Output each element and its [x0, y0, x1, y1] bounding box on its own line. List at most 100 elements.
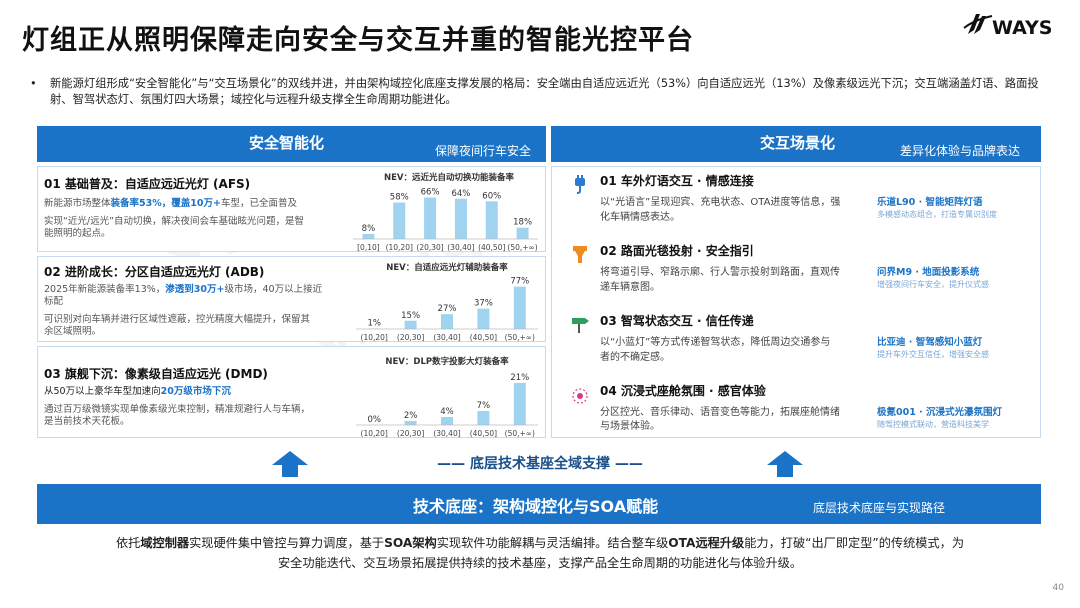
left-panel-title: 安全智能化	[249, 134, 325, 152]
right-panel-header: 交互场景化 差异化体验与品牌表达	[551, 126, 1041, 162]
road-projection-case-sub: 增强夜间行车安全，提升仪式感	[877, 280, 989, 289]
light-language-case: 乐道L90 · 智能矩阵灯语	[877, 197, 983, 208]
plug-icon	[575, 175, 585, 194]
up-arrow-icon	[272, 451, 308, 477]
chart-value-label: 37%	[474, 299, 493, 309]
chart-value-label: 77%	[510, 277, 529, 287]
chart-tick-label: (40,50]	[470, 429, 497, 438]
road-projection-title: 02 路面光毯投射 · 安全指引	[600, 244, 754, 258]
chart-bar	[424, 197, 437, 239]
signpost-icon	[572, 318, 589, 333]
ambient-light-icon	[572, 388, 588, 404]
chart-tick-label: (30,40]	[447, 243, 474, 252]
road-projection-text-2: 递车辆意图。	[600, 282, 660, 293]
up-arrow-icon	[767, 451, 803, 477]
chart-bar	[477, 308, 490, 329]
dmd-card-title: 03 旗舰下沉：像素级自适应远光 (DMD)	[44, 367, 268, 381]
dmd-card-text-1: 从50万以上豪华车型加速向20万级市场下沉	[44, 386, 231, 397]
adb-card-text-1: 2025年新能源装备率13%，渗透到30万+级市场，40万以上接近	[44, 284, 323, 295]
chart-value-label: 66%	[421, 188, 440, 198]
footer-paragraph: 依托域控制器实现硬件集中管控与算力调度，基于SOA架构实现软件功能解耦与灵活编排…	[115, 536, 965, 570]
afs-card-text-2: 实现“近光/远光”自动切换，解决夜间会车基础眩光问题，是智	[44, 216, 305, 227]
chart-bar	[404, 320, 417, 329]
left-panel-header: 安全智能化 保障夜间行车安全	[37, 126, 546, 162]
dmd-chart-title: NEV：DLP数字投影大灯装备率	[385, 357, 509, 367]
right-panel-title: 交互场景化	[760, 134, 836, 152]
flashlight-icon	[573, 246, 587, 263]
dmd-card-text-3: 是当前技术天花板。	[44, 416, 130, 427]
dmd-chart: 0%(10,20]2%(20,30]4%(30,40]7%(40,50]21%(…	[356, 373, 538, 438]
chart-bar	[362, 233, 375, 239]
cabin-ambient-case-sub: 随驾控模式联动，营造科技美学	[877, 420, 989, 429]
summary-text: 新能源灯组形成“安全智能化”与“交互场景化”的双线并进，并由架构域控化底座支撑发…	[50, 77, 1039, 106]
chart-tick-label: (40,50]	[470, 333, 497, 342]
chart-bar	[404, 421, 417, 425]
tech-base-title: 技术底座：架构域控化与SOA赋能	[413, 497, 659, 516]
dmd-card-text-2: 通过百万级微镜实现单像素级光束控制，精准规避行人与车辆，	[44, 404, 311, 415]
chart-value-label: 60%	[482, 191, 501, 201]
autopilot-status-case: 比亚迪 · 智驾感知小蓝灯	[877, 337, 983, 348]
road-projection-text-1: 将弯道引导、窄路示廓、行人警示投射到路面，直观传	[600, 267, 840, 278]
autopilot-status-text-2: 者的不确定感。	[600, 352, 670, 363]
autopilot-status-title: 03 智驾状态交互 · 信任传递	[600, 314, 754, 328]
road-projection-case: 问界M9 · 地面投影系统	[877, 267, 980, 278]
page-title: 灯组正从照明保障走向安全与交互并重的智能光控平台	[22, 25, 694, 56]
autopilot-status-case-sub: 提升车外交互信任，增强安全感	[877, 350, 989, 359]
adb-card-text-3: 可识别对向车辆并进行区域性遮蔽，控光精度大幅提升，保留其	[44, 314, 311, 325]
cabin-ambient-card: 04 沉浸式座舱氛围 · 感官体验 分区控光、音乐律动、语音变色等能力，拓展座舱…	[562, 378, 1035, 436]
chart-bar	[516, 227, 529, 239]
chart-bar	[441, 417, 453, 425]
light-language-text-1: 以“光语言”呈现迎宾、充电状态、OTA进度等信息，强	[600, 197, 841, 208]
right-panel-subtitle: 差异化体验与品牌表达	[900, 144, 1021, 158]
afs-card-text-1: 新能源市场整体装备率53%，覆盖10万+车型，已全面普及	[44, 198, 297, 209]
chart-value-label: 64%	[451, 189, 470, 199]
chart-bar	[441, 314, 453, 329]
logo-text: WAYS	[992, 17, 1052, 39]
chart-bar	[393, 202, 406, 239]
chart-bar	[454, 198, 467, 239]
light-language-title: 01 车外灯语交互 · 情感连接	[600, 174, 754, 188]
light-language-text-2: 化车辆情感表达。	[600, 212, 680, 223]
chart-tick-label: (10,20]	[361, 429, 388, 438]
light-language-card: 01 车外灯语交互 · 情感连接 以“光语言”呈现迎宾、充电状态、OTA进度等信…	[562, 168, 1035, 234]
cabin-ambient-case: 极氪001 · 沉浸式光瀑氛围灯	[877, 407, 1003, 418]
ways-logo: WAYS	[963, 14, 1052, 39]
chart-value-label: 8%	[362, 224, 376, 234]
chart-value-label: 1%	[367, 318, 381, 328]
chart-tick-label: (40,50]	[478, 243, 505, 252]
adb-chart: 1%(10,20]15%(20,30]27%(30,40]37%(40,50]7…	[356, 277, 538, 342]
page-number: 40	[1052, 583, 1064, 593]
road-projection-card: 02 路面光毯投射 · 安全指引 将弯道引导、窄路示廓、行人警示投射到路面，直观…	[562, 238, 1035, 304]
chart-value-label: 21%	[510, 373, 529, 383]
adb-chart-title: NEV：自适应远光灯辅助装备率	[386, 263, 508, 273]
dmd-card: 03 旗舰下沉：像素级自适应远光 (DMD) 从50万以上豪华车型加速向20万级…	[37, 346, 546, 438]
chart-value-label: 2%	[404, 411, 418, 421]
interaction-panel	[551, 166, 1041, 438]
afs-chart-title: NEV：远近光自动切换功能装备率	[384, 173, 514, 183]
chart-bar	[513, 286, 526, 329]
left-panel-subtitle: 保障夜间行车安全	[435, 144, 532, 158]
chart-tick-label: (10,20]	[361, 333, 388, 342]
chart-bar	[477, 411, 490, 425]
bullet-dot: •	[30, 77, 37, 90]
afs-card: 01 基础普及：自适应远近光灯 (AFS) 新能源市场整体装备率53%，覆盖10…	[37, 166, 546, 252]
cabin-ambient-text-2: 与场景体验。	[600, 421, 660, 432]
chart-bar	[513, 383, 526, 425]
chart-tick-label: (20,30]	[416, 243, 443, 252]
adb-card-text-4: 余区域照明。	[44, 326, 102, 337]
tech-base-bar: 技术底座：架构域控化与SOA赋能 底层技术底座与实现路径	[37, 484, 1041, 524]
chart-value-label: 58%	[390, 193, 409, 203]
chart-value-label: 27%	[438, 304, 457, 314]
chart-value-label: 4%	[440, 407, 454, 417]
afs-card-title: 01 基础普及：自适应远近光灯 (AFS)	[44, 177, 251, 191]
summary-bullet: • 新能源灯组形成“安全智能化”与“交互场景化”的双线并进，并由架构域控化底座支…	[30, 76, 1050, 108]
chart-tick-label: (30,40]	[433, 333, 460, 342]
adb-card-text-2: 标配	[44, 296, 64, 307]
chart-value-label: 15%	[401, 311, 420, 321]
autopilot-status-text-1: 以“小蓝灯”等方式传递智驾状态，降低周边交通参与	[600, 337, 831, 348]
adb-card: 02 进阶成长：分区自适应远光灯 (ADB) 2025年新能源装备率13%，渗透…	[37, 256, 546, 342]
light-language-case-sub: 多模感动态组合，打造专属识别度	[877, 210, 997, 219]
chart-tick-label: (30,40]	[433, 429, 460, 438]
chart-tick-label: (50,+∞)	[505, 333, 535, 342]
chart-value-label: 18%	[513, 218, 532, 228]
